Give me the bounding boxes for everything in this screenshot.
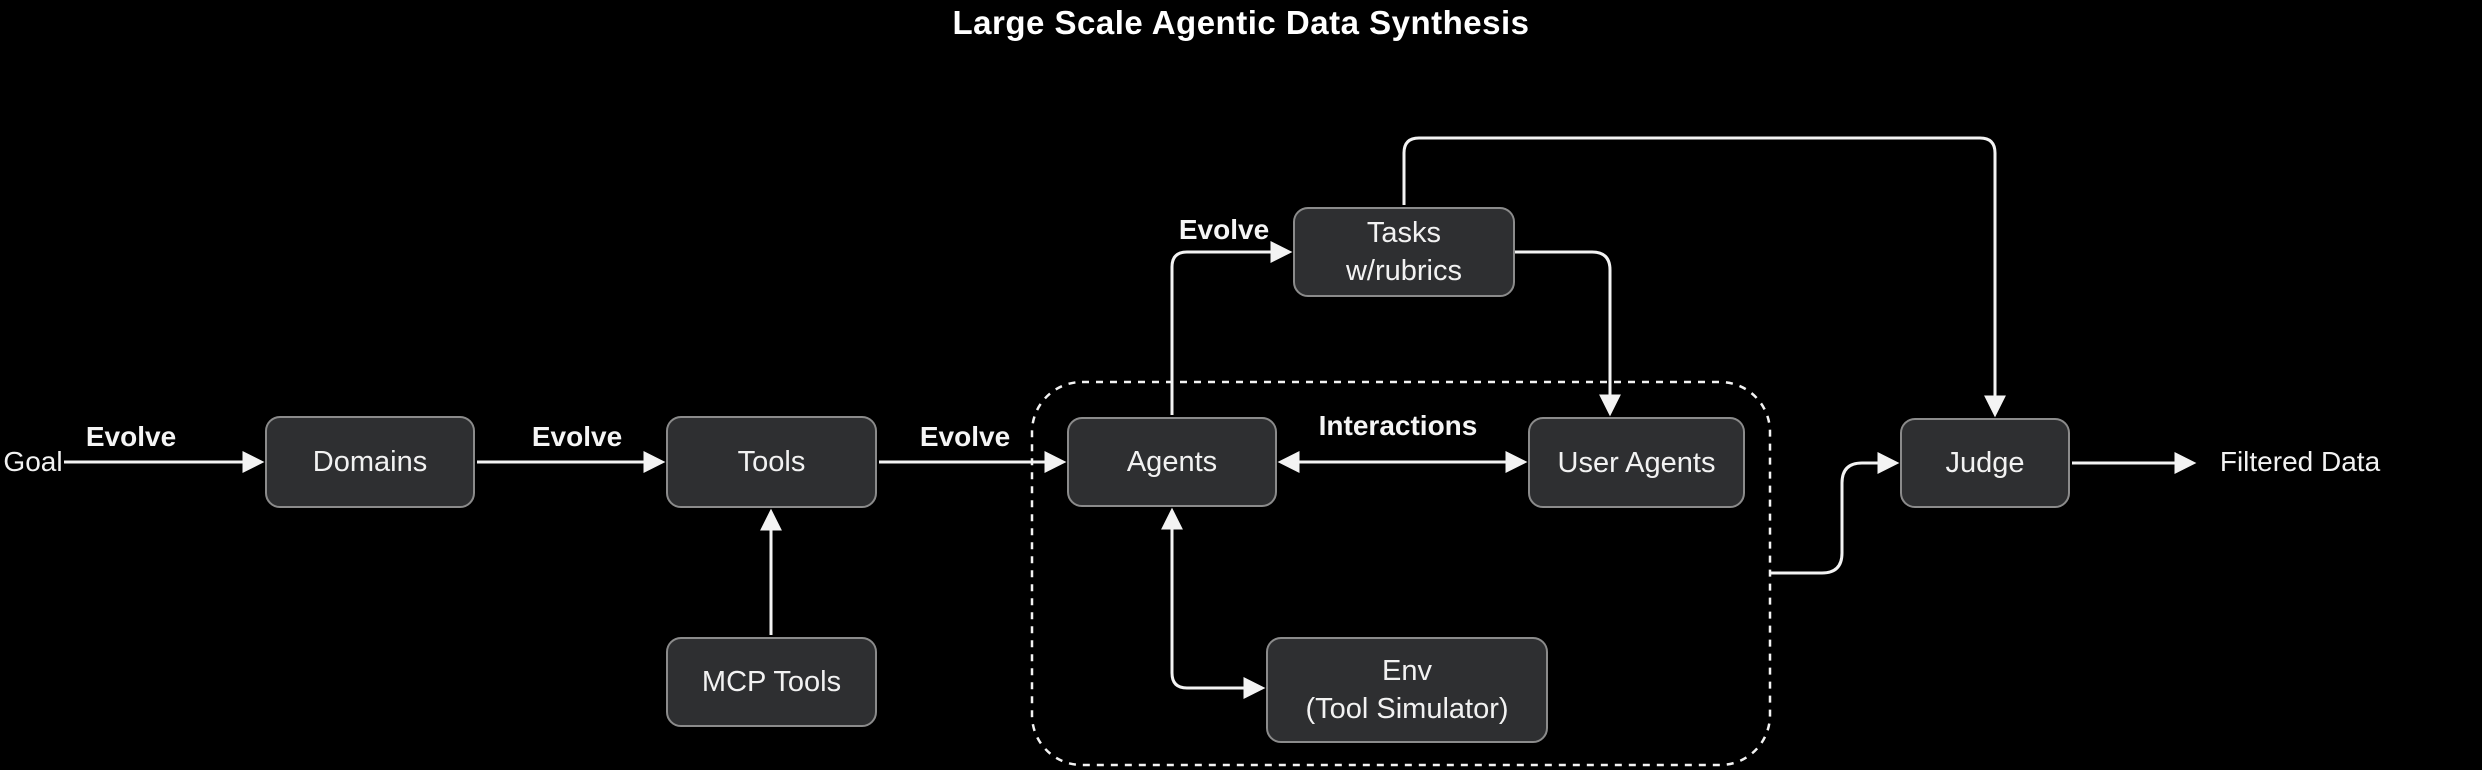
node-tasks-with-rubrics: Tasks w/rubrics — [1293, 207, 1515, 297]
node-env-tool-simulator: Env (Tool Simulator) — [1266, 637, 1548, 743]
edge-label-evolve-agents-tasks: Evolve — [1178, 214, 1270, 245]
diagram-title: Large Scale Agentic Data Synthesis — [952, 4, 1530, 41]
edge-tasks-to-judge-loop — [1402, 136, 2006, 418]
edge-agents-env-bidirectional — [1161, 507, 1266, 699]
edge-tasks-to-user-agents — [1515, 250, 1621, 417]
label-goal: Goal — [3, 446, 63, 477]
node-judge: Judge — [1900, 418, 2070, 508]
node-user-agents: User Agents — [1528, 417, 1745, 508]
edge-label-evolve-goal-domains: Evolve — [85, 421, 177, 452]
edge-label-evolve-tools-agents: Evolve — [919, 421, 1011, 452]
edge-agents-to-tasks — [1170, 241, 1293, 415]
node-agents: Agents — [1067, 417, 1277, 507]
label-filtered-data: Filtered Data — [2219, 446, 2381, 477]
node-tools: Tools — [666, 416, 877, 508]
node-domains: Domains — [265, 416, 475, 508]
node-mcp-tools: MCP Tools — [666, 637, 877, 727]
edge-label-evolve-domains-tools: Evolve — [531, 421, 623, 452]
edge-label-interactions: Interactions — [1318, 410, 1478, 441]
edge-container-to-judge — [1770, 452, 1900, 575]
